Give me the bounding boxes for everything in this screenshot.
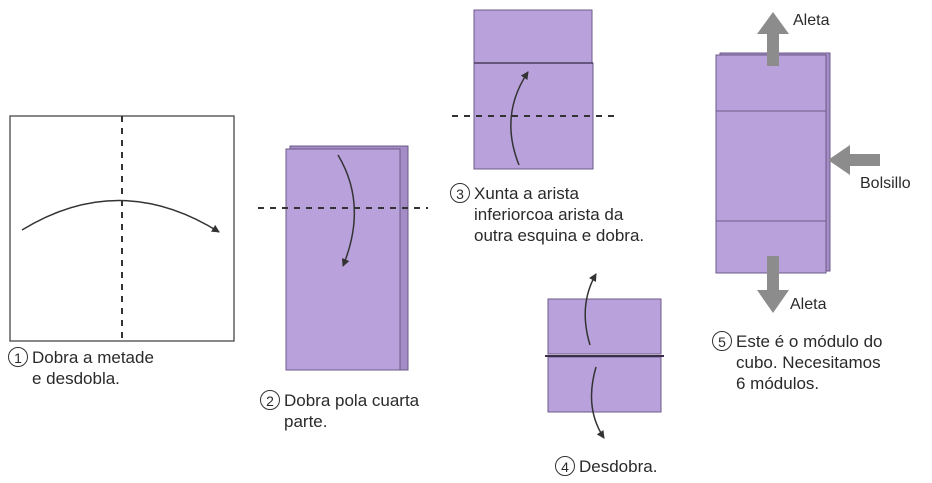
step5-paper — [715, 54, 827, 274]
step2-paper — [285, 148, 401, 371]
step1-text-line1: Dobra a metade — [32, 348, 154, 367]
step3-folded-flap — [473, 9, 593, 64]
step5-text-line3: 6 módulos. — [736, 374, 820, 393]
step4-text-line1: Desdobra. — [579, 457, 658, 476]
step2-figure — [258, 145, 428, 371]
step4-paper-top — [547, 298, 662, 355]
step4-arrow-down — [590, 366, 605, 439]
step3-text-line3: outra esquina e dobra. — [474, 226, 645, 245]
step2-fold-arrow — [337, 154, 356, 267]
step5-figure — [715, 12, 880, 313]
step4-paper-bottom — [547, 356, 662, 413]
step2-number: 2 — [260, 390, 280, 410]
flap-bottom-arrow — [757, 256, 789, 313]
step5-text-line2: cubo. Necesitamos — [736, 353, 881, 372]
step1-text-line2: e desdobla. — [32, 369, 120, 388]
step4-number: 4 — [555, 456, 575, 476]
step3-number: 3 — [450, 183, 470, 203]
step4-arrow-up — [584, 273, 597, 346]
step5-text-line1: Este é o módulo do — [736, 332, 883, 351]
step3-figure — [452, 9, 614, 170]
pocket-label: Bolsillo — [860, 175, 911, 192]
step3-text-line1: Xunta a arista — [474, 184, 579, 203]
flap-bottom-label: Aleta — [790, 296, 827, 313]
step1-figure — [9, 115, 235, 342]
step5-number: 5 — [712, 331, 732, 351]
flap-top-arrow — [757, 12, 789, 66]
step1-number: 1 — [8, 347, 28, 367]
flap-top-label: Aleta — [793, 12, 830, 29]
step2-text-line1: Dobra pola cuarta — [284, 391, 420, 410]
step1-fold-arrow — [21, 199, 220, 233]
pocket-arrow — [828, 145, 880, 175]
step3-fold-arrow — [510, 71, 529, 166]
step4-figure — [545, 273, 664, 439]
step3-text-line2: inferiorcoa arista da — [474, 205, 624, 224]
step2-text-line2: parte. — [284, 412, 328, 431]
